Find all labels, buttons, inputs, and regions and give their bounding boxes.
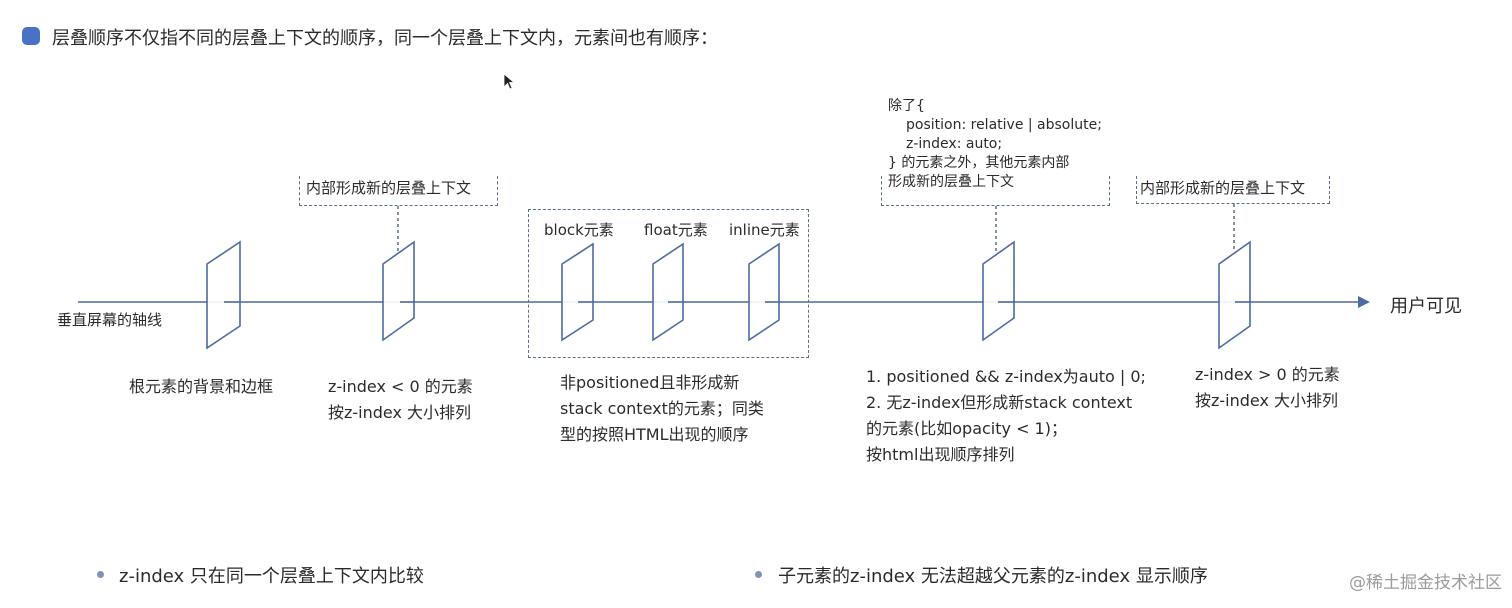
desc-zero-line-3: 的元素(比如opacity < 1)；: [866, 419, 1067, 438]
desc-negative: z-index < 0 的元素 按z-index 大小排列: [328, 374, 473, 426]
axis-left-label: 垂直屏幕的轴线: [57, 311, 163, 329]
plane-negative: [382, 240, 415, 342]
desc-non-positioned-line-3: 型的按照HTML出现的顺序: [560, 425, 749, 444]
desc-zero-line-1: 1. positioned && z-index为auto | 0;: [866, 367, 1146, 386]
heading-marker-icon: [22, 27, 40, 45]
bullet-dot-icon: [97, 571, 104, 578]
desc-zero: 1. positioned && z-index为auto | 0; 2. 无z…: [866, 364, 1146, 468]
page-heading: 层叠顺序不仅指不同的层叠上下文的顺序，同一个层叠上下文内，元素间也有顺序：: [52, 28, 718, 49]
callout-box-zero: [881, 176, 1110, 206]
label-inline: inline元素: [729, 221, 800, 239]
desc-root: 根元素的背景和边框: [129, 377, 274, 396]
callout-inner-context-2: 内部形成新的层叠上下文: [1140, 179, 1306, 197]
except-line-4: } 的元素之外，其他元素内部: [888, 155, 1070, 171]
axis-arrowhead: [1358, 296, 1370, 308]
callout-box-negative: [299, 176, 498, 206]
callout-box-positive: [1136, 176, 1330, 204]
plane-float: [652, 242, 684, 342]
desc-zero-line-2: 2. 无z-index但形成新stack context: [866, 393, 1133, 412]
desc-negative-line-1: z-index < 0 的元素: [328, 377, 473, 396]
plane-inline: [748, 242, 780, 342]
label-float: float元素: [644, 221, 708, 239]
desc-non-positioned: 非positioned且非形成新 stack context的元素；同类 型的按…: [560, 370, 764, 448]
desc-zero-line-4: 按html出现顺序排列: [866, 445, 1015, 464]
plane-root: [206, 240, 241, 350]
plane-positive: [1218, 240, 1251, 350]
callout-except-note: 除了{ position: relative | absolute; z-ind…: [888, 97, 1102, 192]
plane-zero: [982, 240, 1015, 342]
callout-inner-context-1: 内部形成新的层叠上下文: [306, 179, 472, 197]
except-line-5: 形成新的层叠上下文: [888, 174, 1014, 190]
desc-positive-line-2: 按z-index 大小排列: [1195, 391, 1339, 410]
except-line-2: position: relative | absolute;: [906, 117, 1102, 133]
non-positioned-group-box: [528, 209, 809, 358]
bullet-1: z-index 只在同一个层叠上下文内比较: [119, 566, 424, 587]
except-line-1: 除了{: [888, 98, 925, 114]
except-line-3: z-index: auto;: [906, 136, 1003, 152]
label-block: block元素: [544, 221, 614, 239]
mouse-cursor-icon: [503, 73, 515, 90]
desc-negative-line-2: 按z-index 大小排列: [328, 403, 472, 422]
bullet-dot-icon: [755, 571, 762, 578]
plane-block: [561, 242, 594, 342]
desc-non-positioned-line-1: 非positioned且非形成新: [560, 373, 740, 392]
axis-right-label: 用户可见: [1390, 296, 1462, 317]
desc-positive: z-index > 0 的元素 按z-index 大小排列: [1195, 362, 1340, 414]
desc-non-positioned-line-2: stack context的元素；同类: [560, 399, 764, 418]
desc-positive-line-1: z-index > 0 的元素: [1195, 365, 1340, 384]
bullet-2: 子元素的z-index 无法超越父元素的z-index 显示顺序: [778, 566, 1208, 587]
watermark: @稀土掘金技术社区: [1349, 573, 1502, 593]
